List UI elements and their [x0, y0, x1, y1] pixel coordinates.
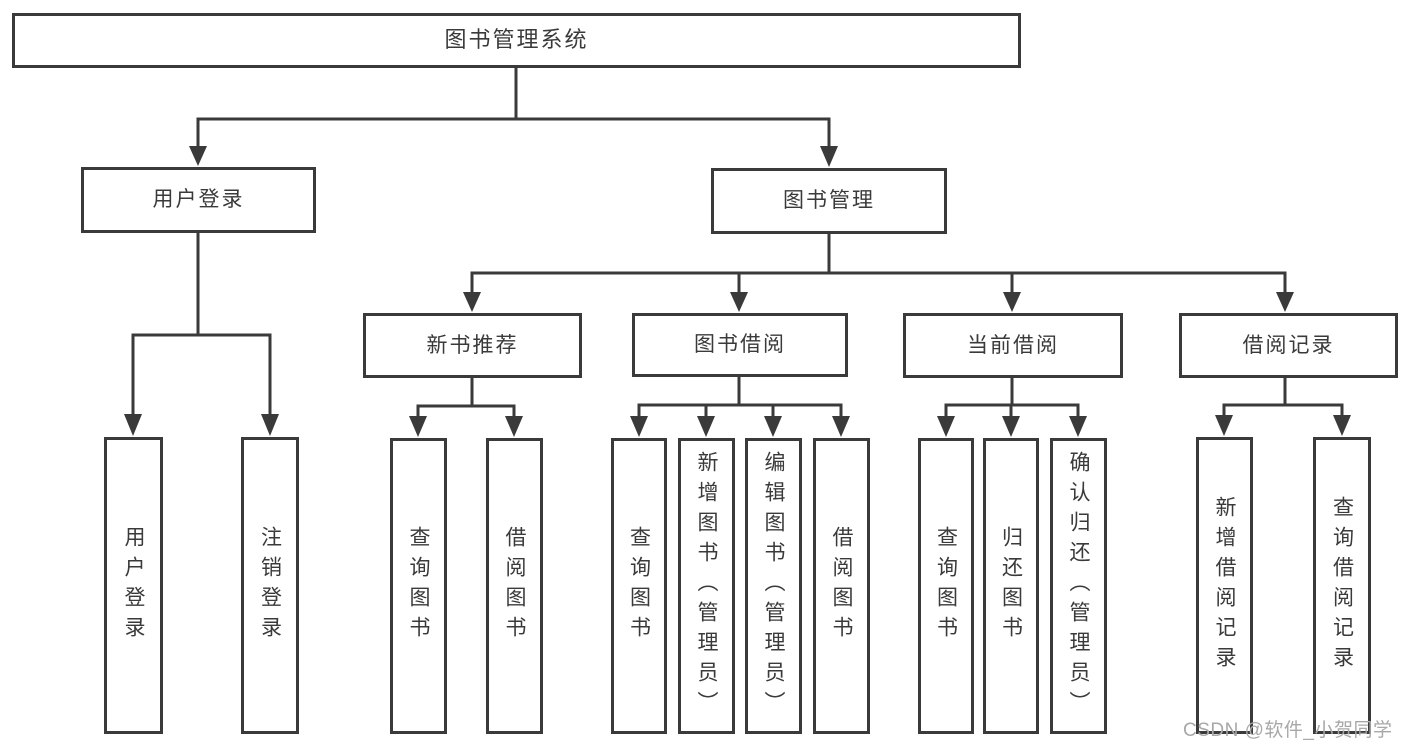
- leaf-add-book-admin: 新增图书（管理员）: [678, 438, 735, 734]
- node-current-borrow: 当前借阅: [903, 313, 1123, 378]
- leaf-confirm-return-admin: 确认归还（管理员）: [1050, 438, 1107, 734]
- leaf-borrow-books-borrow: 借阅图书: [813, 438, 870, 734]
- leaf-query-borrow-record: 查询借阅记录: [1313, 437, 1371, 734]
- node-new-book-recommend: 新书推荐: [363, 313, 582, 378]
- leaf-add-borrow-record: 新增借阅记录: [1196, 437, 1253, 734]
- leaf-user-login: 用户登录: [104, 437, 163, 734]
- node-book-management: 图书管理: [711, 168, 947, 234]
- leaf-query-books-borrow: 查询图书: [611, 438, 667, 734]
- leaf-edit-book-admin: 编辑图书（管理员）: [745, 438, 802, 734]
- leaf-return-books: 归还图书: [983, 438, 1039, 734]
- leaf-query-books-recommend: 查询图书: [390, 438, 447, 734]
- leaf-logout: 注销登录: [241, 437, 299, 734]
- node-borrow-records: 借阅记录: [1179, 313, 1398, 378]
- node-book-borrow: 图书借阅: [632, 313, 848, 377]
- leaf-query-books-current: 查询图书: [918, 438, 974, 734]
- node-library-management-system: 图书管理系统: [12, 13, 1021, 68]
- csdn-watermark: CSDN @软件_小贺同学: [1183, 720, 1393, 741]
- leaf-borrow-books-recommend: 借阅图书: [486, 438, 543, 734]
- node-user-login: 用户登录: [81, 167, 316, 233]
